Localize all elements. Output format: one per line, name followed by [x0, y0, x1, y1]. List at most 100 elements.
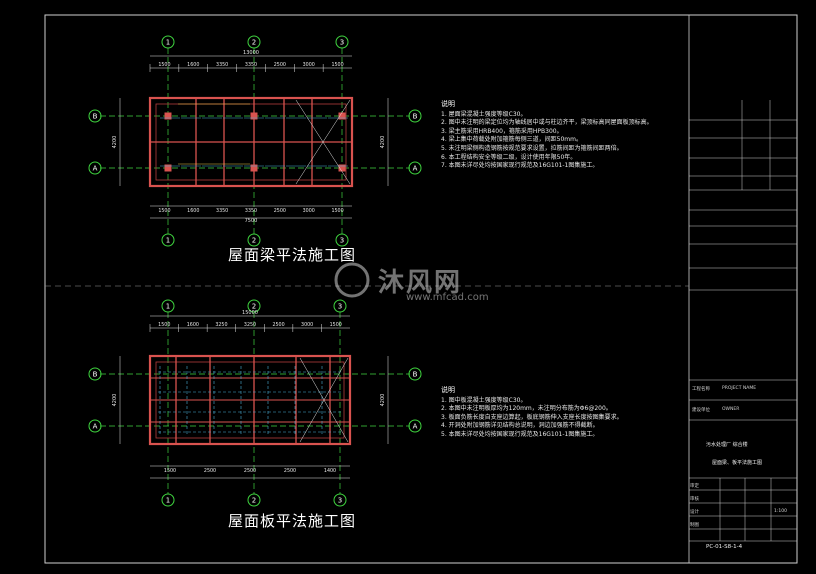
slab-dim-bottom-segment: 2500	[284, 468, 296, 474]
beam-axis-bubble-top-1-label: 1	[166, 39, 170, 47]
beam-dim-bottom-segment: 1500	[158, 208, 170, 214]
beam-column	[338, 164, 346, 172]
beam-axis-bubble-left-B	[88, 109, 102, 123]
watermark-brand: 沐风网	[378, 268, 463, 298]
slab-dim-top-segment: 2500	[272, 322, 284, 328]
beam-dim-bottom-segment: 3350	[216, 208, 228, 214]
beam-axis-bubble-left-B-label: B	[93, 113, 98, 121]
beam-note-line: 4. 梁上集中荷载处附加箍筋每侧三道，间距50mm。	[441, 136, 582, 144]
beam-dim-bottom-segment: 1500	[331, 208, 343, 214]
tb-owner-name: OWNER	[722, 407, 740, 412]
beam-column	[250, 112, 258, 120]
beam-column	[164, 112, 172, 120]
slab-notes-heading: 说明	[441, 386, 455, 394]
beam-axis-bubble-bottom-2	[247, 233, 261, 247]
slab-axis-bubble-left-A-label: A	[93, 423, 98, 431]
slab-axis-bubble-right-B	[408, 367, 422, 381]
slab-axis-bubble-bottom-1-label: 1	[166, 497, 170, 505]
roof-beam-plan-title: 屋面梁平法施工图	[228, 246, 357, 264]
beam-axis-bubble-right-B	[408, 109, 422, 123]
slab-axis-bubble-left-B	[88, 367, 102, 381]
beam-axis-bubble-right-A-label: A	[413, 165, 418, 173]
slab-axis-bubble-right-A-label: A	[413, 423, 418, 431]
slab-axis-bubble-bottom-2-label: 2	[252, 497, 256, 505]
slab-note-line: 2. 本图中未注明板厚均为120mm，未注明分布筋为Φ6@200。	[441, 405, 612, 413]
beam-column	[250, 164, 258, 172]
slab-axis-bubble-bottom-2	[247, 493, 261, 507]
beam-dim-bottom-total: 7500	[245, 218, 258, 224]
beam-axis-bubble-right-B-label: B	[413, 113, 418, 121]
beam-dim-bottom-segment: 3000	[303, 208, 315, 214]
slab-axis-bubble-top-1-label: 1	[166, 303, 170, 311]
tb-drawing-number: PC-01-S8-1-4	[706, 544, 743, 550]
slab-note-line: 3. 板面负筋长度自支座边算起，板底钢筋伸入支座长度按图集要求。	[441, 413, 623, 421]
beam-note-line: 2. 图中未注明的梁定位均为轴线居中或与柱边齐平，梁顶标高同屋面板顶标高。	[441, 119, 653, 127]
tb-project-label: 工程名称	[692, 387, 710, 392]
beam-note-line: 6. 本工程结构安全等级二级，设计使用年限50年。	[441, 153, 577, 161]
tb-approved: 审定	[690, 484, 699, 489]
slab-axis-bubble-top-3	[333, 299, 347, 313]
beam-axis-bubble-bottom-1	[161, 233, 175, 247]
beam-opening-diagonal	[295, 99, 351, 185]
roof-slab-plan-title: 屋面板平法施工图	[228, 512, 357, 530]
slab-dim-bottom-segment: 1400	[324, 468, 336, 474]
beam-dim-top-segment: 3350	[245, 62, 257, 68]
slab-dim-top-segment: 1600	[187, 322, 199, 328]
beam-notes: 说明 1. 屋面梁混凝土强度等级C30。 2. 图中未注明的梁定位均为轴线居中或…	[441, 100, 681, 171]
slab-dim-bottom-segment: 2500	[244, 468, 256, 474]
beam-notes-heading: 说明	[441, 100, 455, 108]
slab-axis-bubble-top-3-label: 3	[338, 303, 342, 311]
beam-dim-bottom-segment: 1600	[187, 208, 199, 214]
beam-dim-top-segment: 3000	[303, 62, 315, 68]
beam-dim-top-segment: 1600	[187, 62, 199, 68]
slab-axis-bubble-top-2-label: 2	[252, 303, 256, 311]
beam-axis-bubble-left-A-label: A	[93, 165, 98, 173]
tb-project-name: PROJECT NAME	[722, 386, 757, 391]
slab-dim-top-segment: 1500	[330, 322, 342, 328]
beam-dim-side-right: 4200	[380, 136, 386, 149]
beam-dim-top-segment: 3350	[216, 62, 228, 68]
tb-designed: 设计	[690, 510, 699, 515]
watermark-url: www.mfcad.com	[406, 292, 489, 303]
beam-axis-bubble-bottom-3-label: 3	[340, 237, 344, 245]
slab-opening-diagonal	[299, 357, 349, 443]
beam-dim-top-total: 13000	[243, 50, 259, 56]
slab-dim-top-segment: 1500	[158, 322, 170, 328]
slab-axis-bubble-top-1	[161, 299, 175, 313]
beam-note-line: 1. 屋面梁混凝土强度等级C30。	[441, 110, 527, 118]
slab-axis-bubble-left-B-label: B	[93, 371, 98, 379]
slab-dim-top-segment: 3250	[244, 322, 256, 328]
tb-checked: 审核	[690, 497, 699, 502]
tb-drawn: 制图	[690, 523, 699, 528]
beam-column	[338, 112, 346, 120]
tb-subproject: 污水处理厂 综合楼	[706, 442, 748, 448]
slab-axis-bubble-bottom-3	[333, 493, 347, 507]
slab-dim-bottom-segment: 1500	[164, 468, 176, 474]
slab-dim-top-segment: 3000	[301, 322, 313, 328]
slab-dim-top-total: 15000	[242, 310, 258, 316]
beam-axis-bubble-bottom-1-label: 1	[166, 237, 170, 245]
slab-axis-bubble-left-A	[88, 419, 102, 433]
slab-notes: 说明 1. 图中板混凝土强度等级C30。 2. 本图中未注明板厚均为120mm，…	[441, 386, 681, 440]
slab-axis-bubble-bottom-1	[161, 493, 175, 507]
beam-axis-bubble-top-1	[161, 35, 175, 49]
beam-axis-bubble-top-3-label: 3	[340, 39, 344, 47]
title-block-frame	[688, 14, 798, 564]
beam-axis-bubble-right-A	[408, 161, 422, 175]
slab-axis-bubble-top-2	[247, 299, 261, 313]
beam-column	[164, 164, 172, 172]
tb-drawing-title: 屋面梁、板平法施工图	[712, 460, 763, 466]
slab-dim-top-segment: 3250	[215, 322, 227, 328]
beam-axis-bubble-top-3	[335, 35, 349, 49]
tb-owner-label: 建设单位	[692, 408, 710, 413]
slab-axis-bubble-right-A	[408, 419, 422, 433]
tb-scale: 1:100	[774, 509, 787, 514]
beam-dim-side-left: 4200	[112, 136, 118, 149]
beam-axis-bubble-top-2	[247, 35, 261, 49]
slab-note-line: 1. 图中板混凝土强度等级C30。	[441, 396, 527, 404]
slab-note-line: 4. 开洞处附加钢筋详见结构总说明，洞边加强筋不得截断。	[441, 422, 599, 430]
beam-axis-bubble-top-2-label: 2	[252, 39, 256, 47]
slab-axis-bubble-right-B-label: B	[413, 371, 418, 379]
